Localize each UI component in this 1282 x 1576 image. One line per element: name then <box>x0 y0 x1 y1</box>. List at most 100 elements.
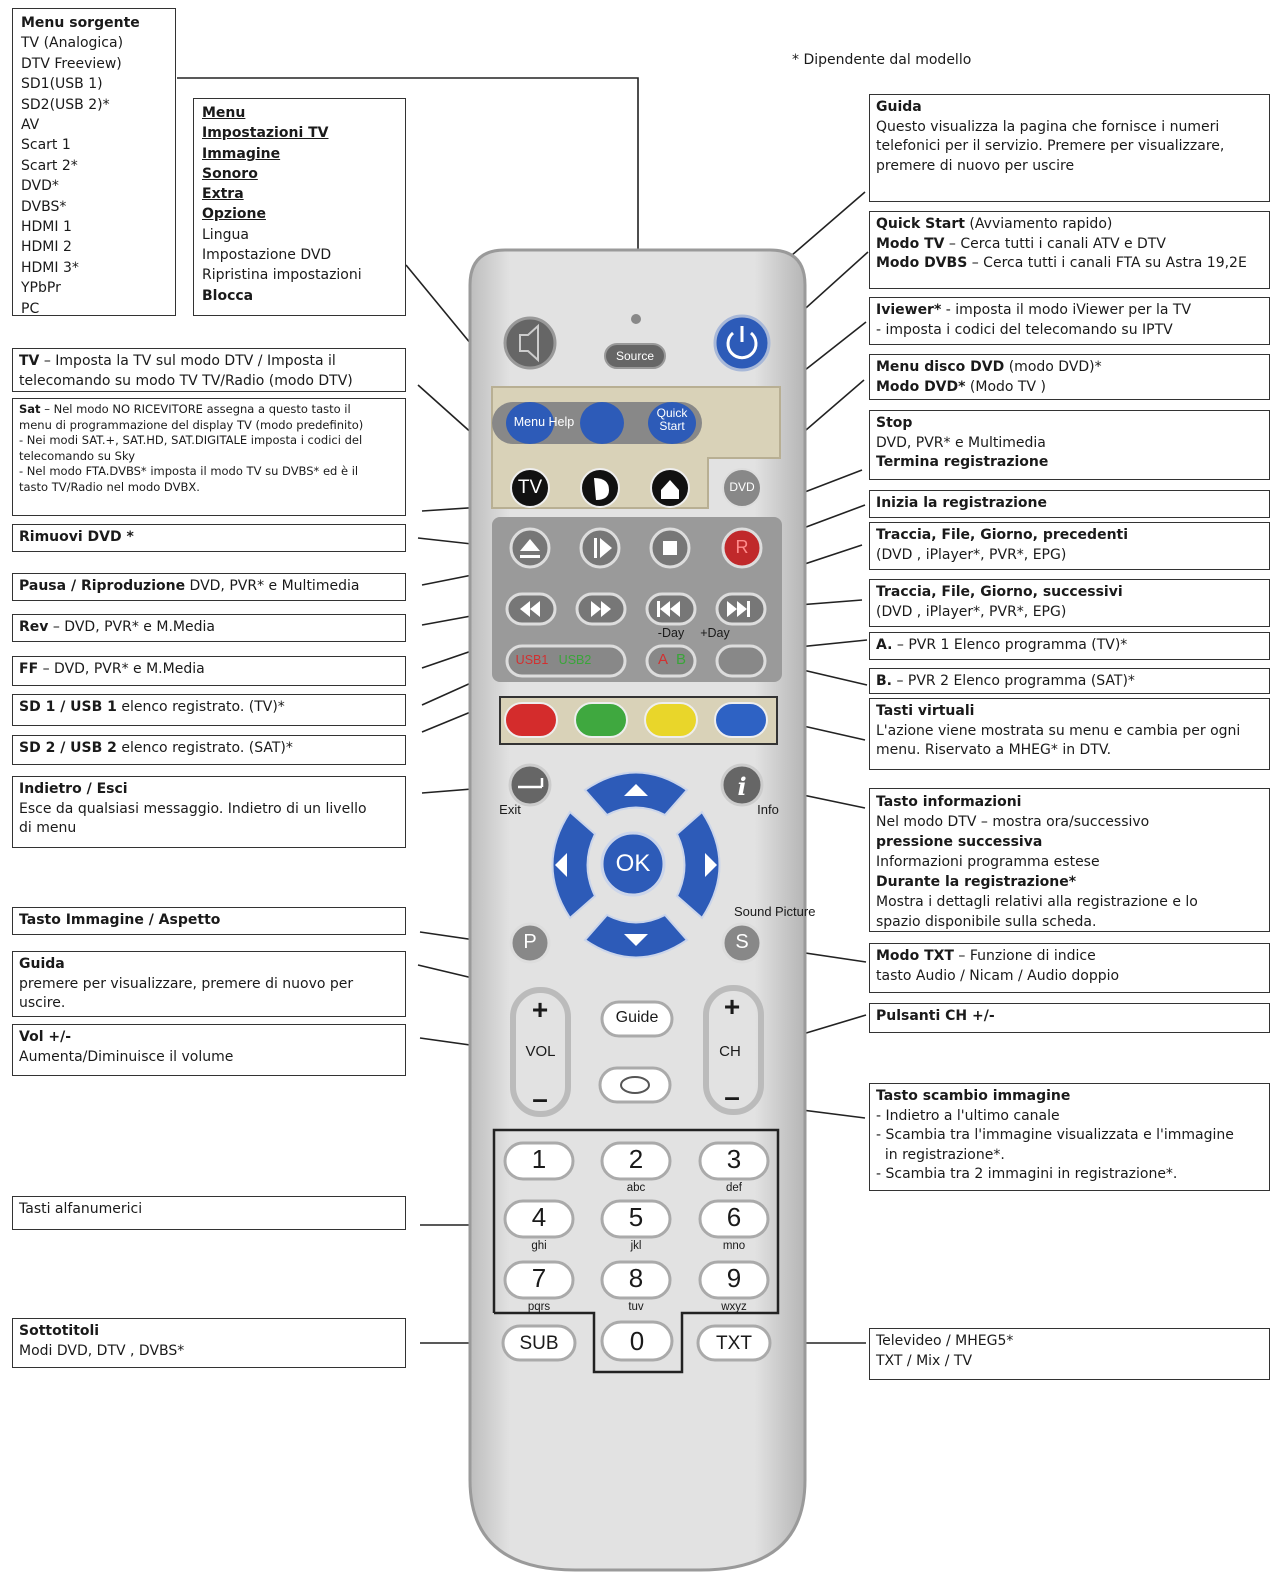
ok-label[interactable]: OK <box>615 850 651 877</box>
zero-label[interactable]: 0 <box>629 1326 645 1356</box>
swap-button <box>598 1066 672 1104</box>
key-7[interactable] <box>503 1260 575 1300</box>
p-label[interactable]: P <box>523 931 537 953</box>
key-2[interactable] <box>600 1141 672 1181</box>
key-9-letters: wxyz <box>721 1301 747 1313</box>
a-label[interactable]: A <box>657 651 668 668</box>
label-iviewer: Iviewer* - imposta il modo iViewer per l… <box>869 297 1270 345</box>
label-guida: Guida Questo visualizza la pagina che fo… <box>869 94 1270 202</box>
sub-button <box>501 1324 577 1362</box>
swap-icon <box>620 1076 650 1094</box>
exit-label: Exit <box>499 802 521 817</box>
label-quick-start: Quick Start (Avviamento rapido) Modo TV … <box>869 211 1270 289</box>
guide-top-button <box>580 402 624 444</box>
mute-icon <box>519 323 539 363</box>
menu-item: Impostazione DVD <box>202 247 332 264</box>
key-1-label[interactable]: 1 <box>531 1144 547 1174</box>
key-3-label[interactable]: 3 <box>726 1144 742 1174</box>
numeric-frame <box>492 1128 780 1374</box>
stop-icon <box>663 541 677 555</box>
key-8-label[interactable]: 8 <box>628 1263 644 1293</box>
sound-label: Sound <box>734 904 772 919</box>
source-item: PC <box>21 300 40 316</box>
vol-minus-label[interactable]: – <box>532 1083 548 1114</box>
zero-button <box>600 1320 674 1362</box>
key-7-label[interactable]: 7 <box>531 1263 547 1293</box>
picture-button <box>509 922 551 964</box>
key-7-letters: pqrs <box>527 1301 551 1313</box>
model-note: * Dipendente dal modello <box>792 52 972 68</box>
key-8[interactable] <box>600 1260 672 1300</box>
blue-key <box>714 702 768 738</box>
next-icon <box>727 601 750 617</box>
label-txt-mode: Modo TXT – Funzione di indice tasto Audi… <box>869 943 1270 993</box>
source-item: DTV Freeview) <box>21 55 122 72</box>
s-label[interactable]: S <box>735 931 749 953</box>
ch-minus-label[interactable]: – <box>724 1081 740 1112</box>
key-3[interactable] <box>698 1141 770 1181</box>
eject-icon <box>520 539 540 558</box>
source-item: SD1(USB 1) <box>21 76 103 93</box>
label-swap: Tasto scambio immagine - Indietro a l'ul… <box>869 1083 1270 1191</box>
guide-label[interactable]: Guide <box>615 1009 659 1026</box>
menu-item: Immagine <box>202 145 281 162</box>
vol-rocker <box>510 987 571 1117</box>
info-icon: i <box>737 772 746 801</box>
key-3-letters: def <box>726 1182 742 1194</box>
menu-help-button <box>506 402 554 444</box>
usb-button <box>505 644 627 678</box>
ok-button <box>600 831 666 897</box>
menu-item: Menu <box>202 105 246 121</box>
label-rev: Rev – DVD, PVR* e M.Media <box>12 614 406 642</box>
key-4[interactable] <box>503 1199 575 1239</box>
vol-plus-label[interactable]: + <box>531 994 549 1025</box>
label-stop: Stop DVD, PVR* e Multimedia Termina regi… <box>869 410 1270 480</box>
ch-plus-label[interactable]: + <box>723 991 741 1022</box>
key-6-label[interactable]: 6 <box>726 1202 742 1232</box>
label-b: B. – PVR 2 Elenco programma (SAT)* <box>869 668 1270 694</box>
dpad-left <box>551 810 597 920</box>
source-item: HDMI 3* <box>21 259 79 276</box>
usb2-label[interactable]: USB2 <box>558 653 592 667</box>
key-5-letters: jkl <box>630 1240 642 1252</box>
source-item: YPbPr <box>21 280 61 297</box>
record-button <box>721 527 763 569</box>
sub-label[interactable]: SUB <box>519 1333 559 1354</box>
key-4-label[interactable]: 4 <box>531 1202 547 1232</box>
usb1-label[interactable]: USB1 <box>515 653 549 667</box>
tv-button <box>510 468 550 508</box>
key-9[interactable] <box>698 1260 770 1300</box>
tv-label[interactable]: TV <box>517 477 543 498</box>
red-key <box>504 702 558 738</box>
key-5-label[interactable]: 5 <box>628 1202 644 1232</box>
label-remove-dvd: Rimuovi DVD * <box>12 524 406 552</box>
txt-label[interactable]: TXT <box>716 1333 752 1354</box>
key-6[interactable] <box>698 1199 770 1239</box>
power-button <box>713 314 771 372</box>
record-label[interactable]: R <box>735 537 749 557</box>
key-9-label[interactable]: 9 <box>726 1263 742 1293</box>
home-icon <box>661 480 679 499</box>
vol-label: VOL <box>525 1043 556 1060</box>
label-guide: Guida premere per visualizzare, premere … <box>12 951 406 1017</box>
label-ch: Pulsanti CH +/- <box>869 1003 1270 1033</box>
power-icon <box>726 331 758 360</box>
label-vol: Vol +/- Aumenta/Diminuisce il volume <box>12 1024 406 1076</box>
b-label[interactable]: B <box>675 651 686 668</box>
source-item: HDMI 1 <box>21 219 72 236</box>
source-item: SD2(USB 2)* <box>21 96 110 113</box>
sat-icon <box>594 478 609 500</box>
source-item: DVD* <box>21 178 59 195</box>
key-5[interactable] <box>600 1199 672 1239</box>
key-2-label[interactable]: 2 <box>628 1144 644 1174</box>
label-record: Inizia la registrazione <box>869 490 1270 518</box>
dvd-label[interactable]: DVD <box>729 480 755 494</box>
key-1[interactable] <box>503 1141 575 1181</box>
menu-help-label[interactable]: Menu Help <box>513 415 575 429</box>
menu-item: Opzione <box>202 206 266 223</box>
source-item: HDMI 2 <box>21 239 72 256</box>
source-label[interactable]: Source <box>615 349 655 363</box>
